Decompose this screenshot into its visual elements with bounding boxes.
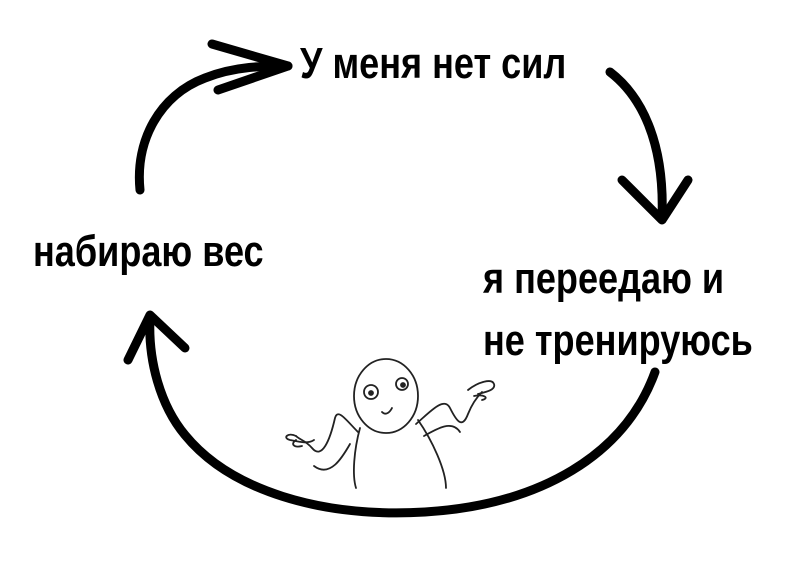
arrow-right-to-left-icon	[123, 310, 660, 518]
cycle-step-overeating-line2: не тренируюсь	[483, 316, 753, 365]
cycle-step-overeating-line1: я переедаю и	[483, 254, 725, 303]
cycle-step-gaining-weight: набираю вес	[33, 227, 264, 276]
arrow-left-to-top-icon	[134, 39, 293, 195]
cycle-step-overeating: я переедаю и не тренируюсь	[483, 248, 806, 372]
shrugging-stick-figure-icon	[285, 358, 496, 489]
arrow-top-to-right-icon	[605, 67, 693, 225]
cycle-step-no-energy: У меня нет сил	[300, 39, 567, 88]
